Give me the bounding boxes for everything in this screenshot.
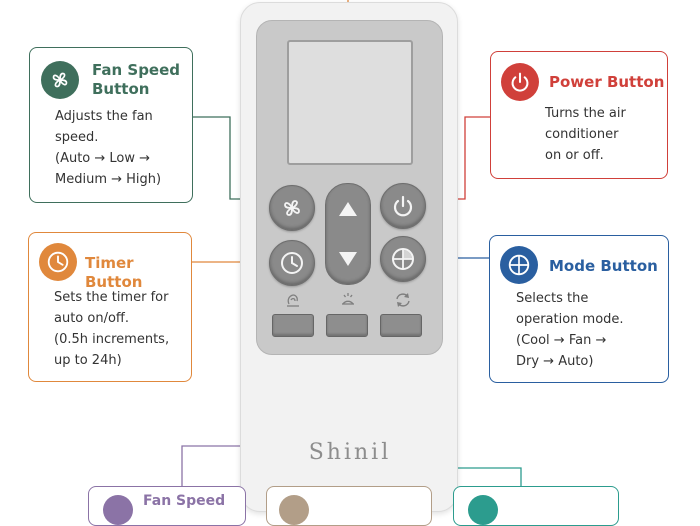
power-callout-description: Turns the air conditioner on or off. xyxy=(545,106,626,163)
fan-icon xyxy=(52,72,68,88)
swing-button[interactable] xyxy=(272,314,314,337)
mode-icon xyxy=(508,254,530,276)
mode-icon xyxy=(392,248,414,270)
fan-callout-description: Adjusts the fan speed. (Auto → Low → Med… xyxy=(55,109,162,187)
fan-callout-title: Fan Speed Button xyxy=(92,61,181,98)
temperature-down-button[interactable] xyxy=(331,239,365,279)
power-button[interactable] xyxy=(380,183,426,229)
bottom-callout-title: Fan Speed xyxy=(143,493,226,509)
power-badge xyxy=(501,63,539,101)
bottom-callout-fan-speed: Fan Speed xyxy=(88,486,246,526)
mode-callout: Mode Button Selects the operation mode. … xyxy=(489,235,669,383)
clock-icon xyxy=(47,251,69,273)
mode-callout-title: Mode Button xyxy=(549,257,658,275)
power-callout-title: Power Button xyxy=(549,73,665,91)
temperature-rocker xyxy=(325,183,371,285)
power-icon xyxy=(511,72,529,92)
mode-badge xyxy=(500,246,538,284)
brand-logo: Shinil xyxy=(308,440,392,465)
swing-icon xyxy=(287,294,299,307)
bottom-callout-refresh xyxy=(453,486,619,526)
timer-badge xyxy=(39,243,77,281)
mode-callout-description: Selects the operation mode. (Cool → Fan … xyxy=(516,291,624,369)
lcd-screen xyxy=(287,40,413,165)
temperature-up-button[interactable] xyxy=(331,189,365,229)
mode-button[interactable] xyxy=(380,236,426,282)
down-arrow-icon xyxy=(339,252,357,266)
refresh-icon xyxy=(396,293,410,307)
power-icon xyxy=(393,195,413,217)
timer-callout: Timer Button Sets the timer for auto on/… xyxy=(28,232,192,382)
refresh-button[interactable] xyxy=(380,314,422,337)
fan-icon xyxy=(284,200,300,216)
fan-badge xyxy=(41,61,79,99)
power-callout: Power Button Turns the air conditioner o… xyxy=(490,51,668,179)
fan-speed-button[interactable] xyxy=(269,185,315,231)
up-arrow-icon xyxy=(339,202,357,216)
timer-callout-description: Sets the timer for auto on/off. (0.5h in… xyxy=(54,290,170,368)
timer-button[interactable] xyxy=(269,240,315,286)
timer-callout-title: Timer Button xyxy=(85,254,143,291)
clock-icon xyxy=(281,252,303,274)
fan-speed-callout: Fan Speed Button Adjusts the fan speed. … xyxy=(29,47,193,203)
sleep-button[interactable] xyxy=(326,314,368,337)
bottom-callout-sleep xyxy=(266,486,432,526)
sleep-icon xyxy=(342,293,354,305)
